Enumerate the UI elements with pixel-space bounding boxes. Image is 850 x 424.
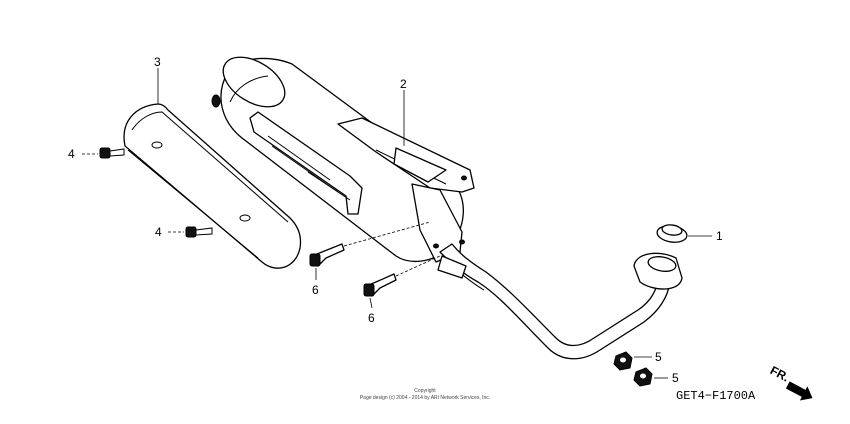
diagram-code: GET4−F1700A	[676, 389, 756, 403]
callout-4-upper: 4	[68, 147, 75, 161]
bolt-part-4-upper[interactable]	[82, 147, 125, 159]
callout-5-upper: 5	[655, 350, 662, 364]
arrow-icon	[785, 381, 813, 401]
callout-6-right: 6	[368, 311, 375, 325]
direction-label: FR.	[768, 363, 792, 384]
nut-part-5-upper[interactable]	[613, 351, 652, 371]
callout-2: 2	[400, 77, 407, 91]
callout-5-lower: 5	[672, 371, 679, 385]
callout-6-left: 6	[312, 283, 319, 297]
bolt-part-6-left[interactable]	[309, 221, 431, 280]
muffler-protector-part-3[interactable]	[123, 103, 302, 269]
front-direction-arrow: FR.	[768, 363, 813, 401]
exhaust-pipe[interactable]	[437, 243, 683, 360]
bolt-part-4-lower[interactable]	[168, 226, 213, 238]
callout-4-lower: 4	[155, 225, 162, 239]
gasket-part-1[interactable]	[656, 224, 712, 244]
copyright-line-2: Page design (c) 2004 - 2014 by ARI Netwo…	[360, 395, 490, 401]
callout-1: 1	[716, 229, 723, 243]
copyright-line-1: Copyright	[414, 388, 436, 394]
muffler-part-2[interactable]	[211, 47, 475, 263]
callout-3: 3	[154, 55, 161, 69]
bolt-part-6-right[interactable]	[363, 255, 441, 309]
nut-part-5-lower[interactable]	[633, 367, 668, 387]
